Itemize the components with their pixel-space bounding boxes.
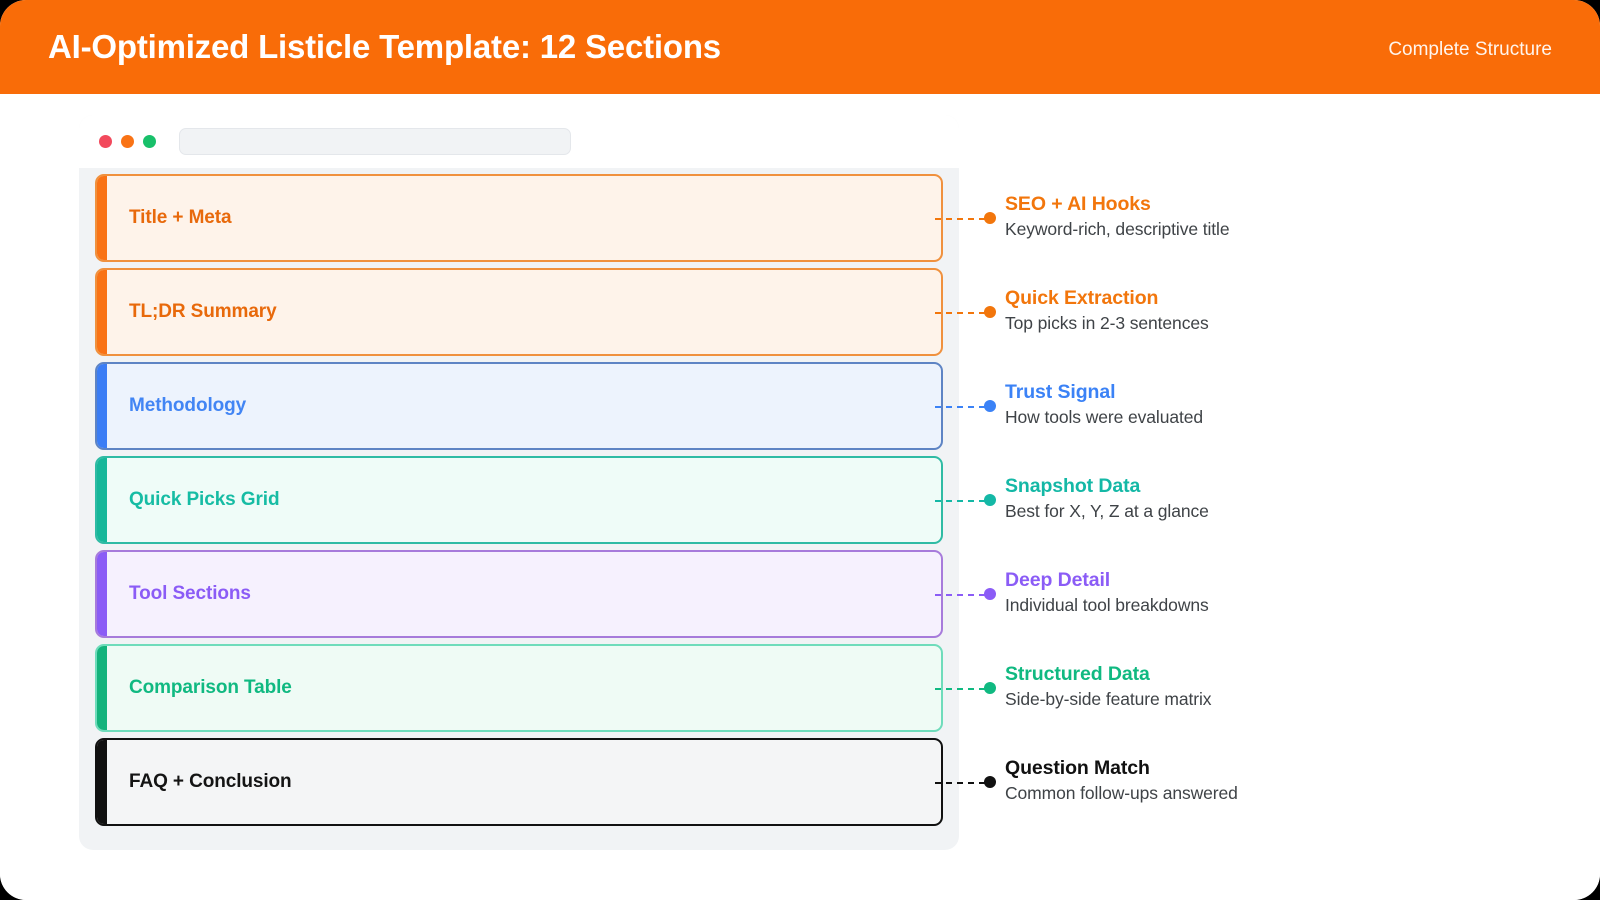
- section-row[interactable]: Quick Picks Grid: [95, 456, 943, 544]
- connector-line: [935, 781, 985, 784]
- section-row[interactable]: Title + Meta: [95, 174, 943, 262]
- connector-line: [935, 687, 985, 690]
- section-row-label: Methodology: [129, 395, 247, 416]
- annotation-description: Best for X, Y, Z at a glance: [1005, 501, 1209, 522]
- annotation-title: Question Match: [1005, 756, 1150, 779]
- browser-chrome-bar: [79, 115, 959, 168]
- connector-dot-icon: [984, 494, 996, 506]
- section-accent-bar: [97, 552, 107, 636]
- section-row[interactable]: TL;DR Summary: [95, 268, 943, 356]
- section-row-label: Tool Sections: [129, 583, 251, 604]
- section-row[interactable]: Comparison Table: [95, 644, 943, 732]
- annotation-description: Individual tool breakdowns: [1005, 595, 1209, 616]
- connector-line: [935, 217, 985, 220]
- maximize-dot-icon[interactable]: [143, 135, 156, 148]
- section-row-label: TL;DR Summary: [129, 301, 277, 322]
- annotation-title: Trust Signal: [1005, 380, 1116, 403]
- page-title: AI-Optimized Listicle Template: 12 Secti…: [48, 27, 721, 65]
- close-dot-icon[interactable]: [99, 135, 112, 148]
- section-accent-bar: [97, 740, 107, 824]
- section-accent-bar: [97, 364, 107, 448]
- annotation-description: How tools were evaluated: [1005, 407, 1203, 428]
- page-header: AI-Optimized Listicle Template: 12 Secti…: [0, 0, 1600, 94]
- connector-dot-icon: [984, 212, 996, 224]
- annotation-title: Quick Extraction: [1005, 286, 1159, 309]
- section-row[interactable]: Methodology: [95, 362, 943, 450]
- annotation-description: Top picks in 2-3 sentences: [1005, 313, 1209, 334]
- annotation-title: Structured Data: [1005, 662, 1150, 685]
- connector-dot-icon: [984, 588, 996, 600]
- annotation-description: Common follow-ups answered: [1005, 783, 1238, 804]
- annotation-title: Deep Detail: [1005, 568, 1111, 591]
- section-row-label: Quick Picks Grid: [129, 489, 280, 510]
- minimize-dot-icon[interactable]: [121, 135, 134, 148]
- annotation-description: Keyword-rich, descriptive title: [1005, 219, 1230, 240]
- section-accent-bar: [97, 646, 107, 730]
- annotation-title: SEO + AI Hooks: [1005, 192, 1151, 215]
- traffic-light-dots: [99, 135, 156, 148]
- connector-dot-icon: [984, 400, 996, 412]
- section-row-label: Title + Meta: [129, 207, 232, 228]
- address-bar-input[interactable]: [179, 128, 571, 155]
- section-row-label: FAQ + Conclusion: [129, 771, 292, 792]
- header-subtitle: Complete Structure: [1388, 39, 1552, 60]
- section-row[interactable]: FAQ + Conclusion: [95, 738, 943, 826]
- section-row-label: Comparison Table: [129, 677, 292, 698]
- connector-line: [935, 405, 985, 408]
- section-accent-bar: [97, 176, 107, 260]
- section-accent-bar: [97, 270, 107, 354]
- annotation-description: Side-by-side feature matrix: [1005, 689, 1212, 710]
- connector-line: [935, 593, 985, 596]
- section-accent-bar: [97, 458, 107, 542]
- section-row[interactable]: Tool Sections: [95, 550, 943, 638]
- annotation-title: Snapshot Data: [1005, 474, 1141, 497]
- connector-line: [935, 499, 985, 502]
- connector-dot-icon: [984, 306, 996, 318]
- connector-dot-icon: [984, 776, 996, 788]
- connector-dot-icon: [984, 682, 996, 694]
- connector-line: [935, 311, 985, 314]
